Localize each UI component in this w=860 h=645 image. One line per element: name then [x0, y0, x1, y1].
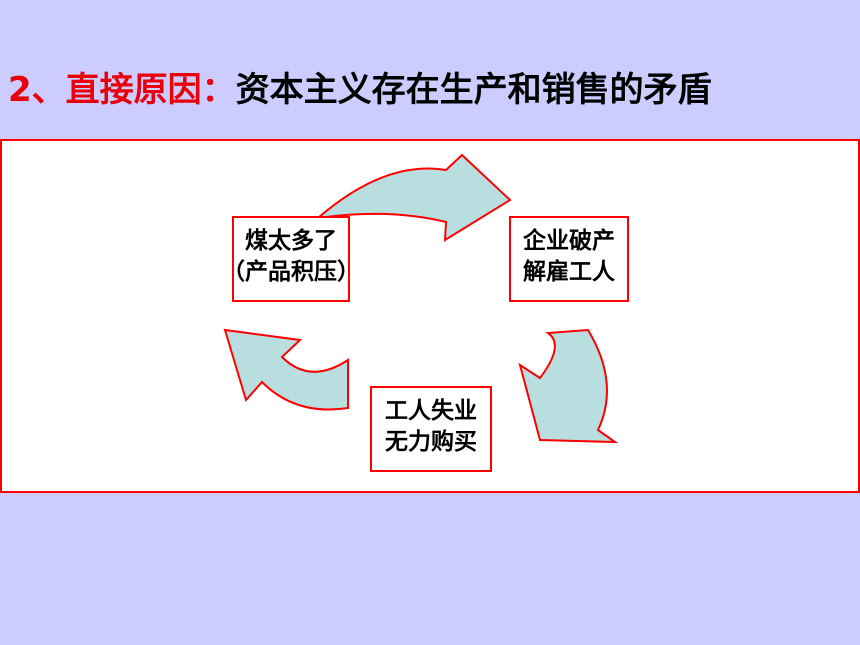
- node-bankruptcy: 企业破产 解雇工人: [509, 216, 629, 302]
- title-text: 资本主义存在生产和销售的矛盾: [235, 70, 712, 110]
- node-overproduction-line2: （产品积压）: [222, 259, 360, 285]
- node-bankruptcy-line2: 解雇工人: [523, 259, 615, 285]
- node-unemployment: 工人失业 无力购买: [370, 386, 492, 472]
- cycle-arrow-top: [314, 153, 512, 242]
- cycle-arrow-right: [518, 328, 619, 444]
- title-prefix: 2、直接原因：: [8, 70, 236, 110]
- node-overproduction: 煤太多了 （产品积压）: [222, 216, 360, 302]
- node-overproduction-line1: 煤太多了: [245, 228, 337, 254]
- node-unemployment-line1: 工人失业: [385, 398, 477, 424]
- cycle-arrow-left: [223, 328, 349, 411]
- node-unemployment-line2: 无力购买: [385, 429, 477, 455]
- node-bankruptcy-line1: 企业破产: [523, 228, 615, 254]
- slide-title: 2、直接原因：资本主义存在生产和销售的矛盾: [8, 66, 712, 114]
